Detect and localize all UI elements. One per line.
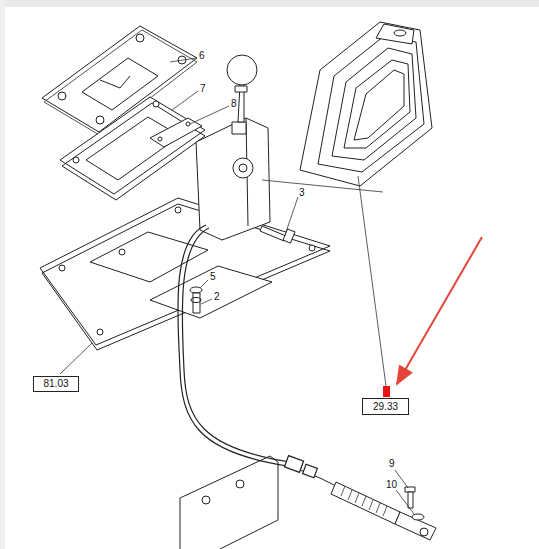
callout-number: 6	[199, 51, 205, 61]
pointer-arrow	[397, 237, 482, 384]
callout-number: 7	[200, 84, 206, 94]
callout-number: 10	[386, 480, 397, 490]
callout-number: 3	[299, 188, 305, 198]
reference-box: 81.03	[33, 376, 79, 392]
callout-number: 2	[214, 292, 220, 302]
callout-number: 8	[231, 99, 237, 109]
reference-number: 81.03	[43, 379, 68, 389]
reference-box: 29.33	[362, 398, 409, 415]
callout-number: 5	[210, 272, 216, 282]
reference-number: 29.33	[373, 402, 398, 412]
callout-number: 9	[389, 459, 395, 469]
highlight-marker	[383, 386, 390, 397]
